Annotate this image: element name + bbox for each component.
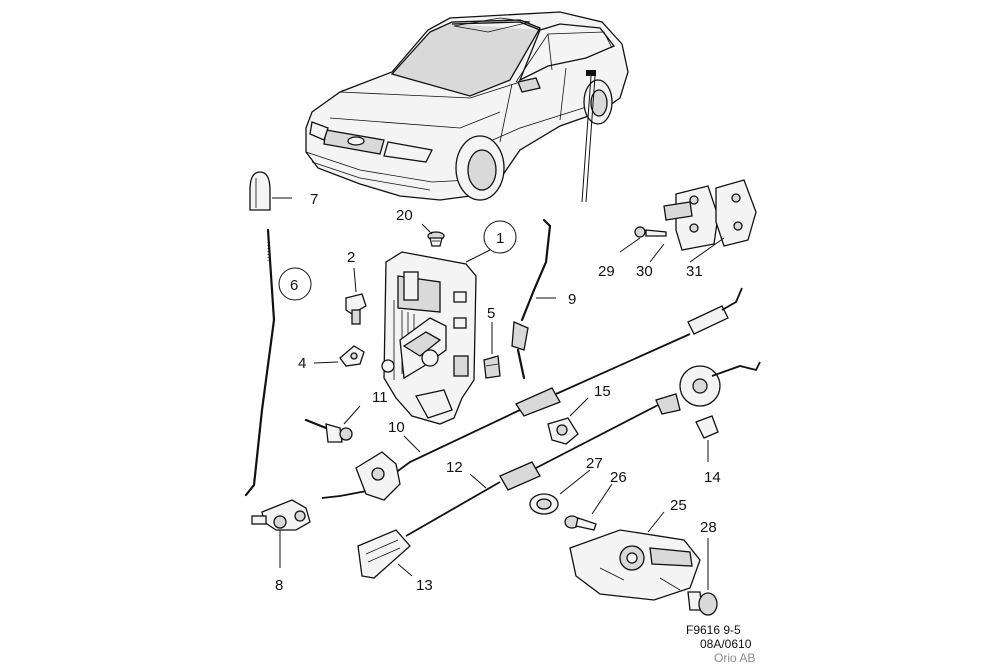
part-9-rod bbox=[511, 218, 556, 380]
part-27-grommet bbox=[529, 469, 591, 515]
part-20-screw bbox=[421, 223, 445, 247]
figure-number: F9616 9-5 bbox=[686, 623, 741, 637]
part-13-connector bbox=[357, 529, 413, 579]
part-1-lock-body bbox=[381, 249, 491, 425]
part-28-bolt bbox=[687, 538, 718, 616]
callout-13: 13 bbox=[416, 577, 433, 594]
part-8-bracket bbox=[251, 499, 311, 568]
part-11-pin bbox=[304, 405, 361, 443]
callout-14: 14 bbox=[704, 469, 721, 486]
callout-29: 29 bbox=[598, 263, 615, 280]
callout-6: 6 bbox=[290, 277, 298, 294]
callout-26: 26 bbox=[610, 469, 627, 486]
part-10-cable bbox=[321, 287, 743, 501]
part-30-striker bbox=[649, 185, 719, 263]
callout-1-circle bbox=[483, 220, 517, 254]
callout-30: 30 bbox=[636, 263, 653, 280]
part-5-grommet bbox=[483, 322, 501, 379]
callout-6-circle bbox=[278, 267, 312, 301]
callout-2: 2 bbox=[347, 249, 355, 266]
callout-11: 11 bbox=[372, 389, 388, 406]
car-illustration bbox=[305, 11, 629, 203]
callout-25: 25 bbox=[670, 497, 687, 514]
callout-1: 1 bbox=[496, 230, 504, 247]
callout-28: 28 bbox=[700, 519, 717, 536]
part-6-rod bbox=[244, 228, 276, 497]
callout-31: 31 bbox=[686, 263, 703, 280]
callout-7: 7 bbox=[310, 191, 318, 208]
callout-20: 20 bbox=[396, 207, 413, 224]
part-4-clip bbox=[313, 345, 365, 367]
callout-15: 15 bbox=[594, 383, 611, 400]
callout-12: 12 bbox=[446, 459, 463, 476]
callout-5: 5 bbox=[487, 305, 495, 322]
callout-9: 9 bbox=[568, 291, 576, 308]
part-12-cable bbox=[405, 361, 761, 537]
callout-10: 10 bbox=[388, 419, 405, 436]
figure-code: 08A/0610 bbox=[700, 637, 752, 651]
publisher-mark: Orio AB bbox=[714, 651, 755, 664]
part-26-screw bbox=[564, 483, 613, 531]
callout-8: 8 bbox=[275, 577, 283, 594]
callout-4: 4 bbox=[298, 355, 306, 372]
callout-27: 27 bbox=[586, 455, 603, 472]
part-29-screw bbox=[619, 226, 667, 253]
part-7-cap bbox=[249, 171, 292, 211]
part-14-cap bbox=[695, 415, 719, 462]
part-31-plate bbox=[689, 179, 757, 263]
part-2-clip bbox=[345, 267, 367, 325]
part-15-clip bbox=[547, 397, 589, 445]
part-25-handle bbox=[569, 511, 701, 601]
